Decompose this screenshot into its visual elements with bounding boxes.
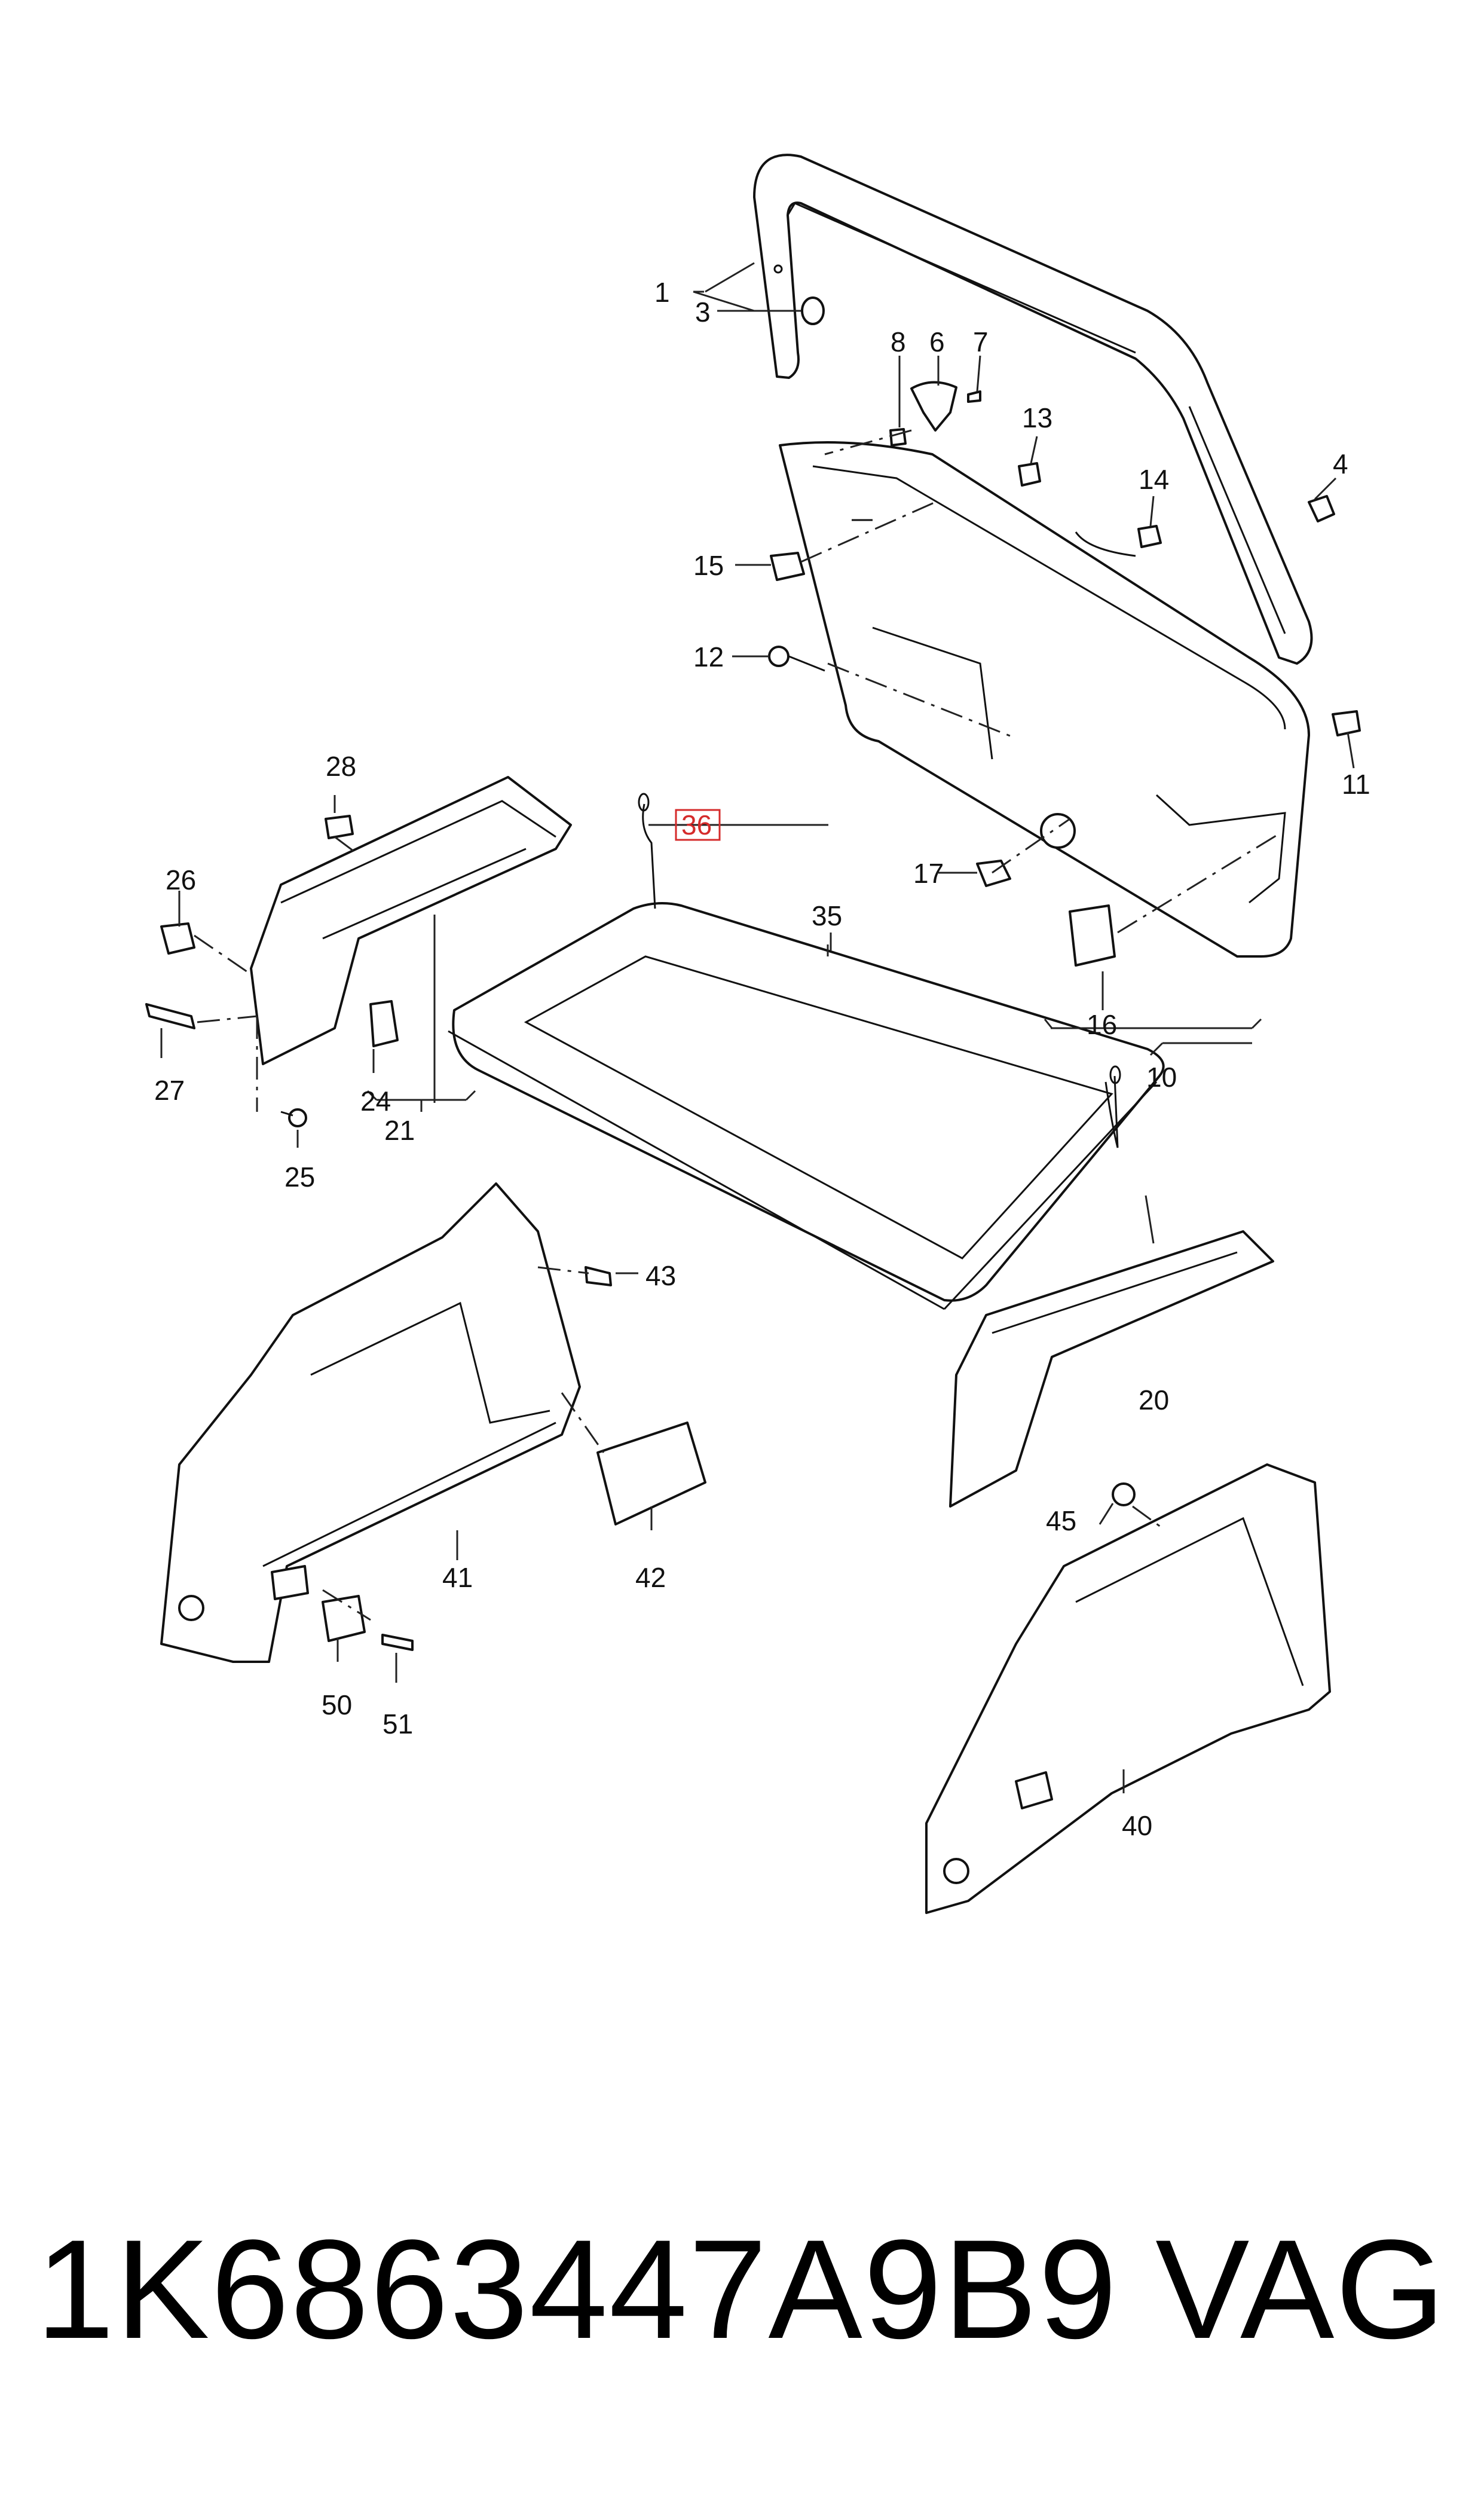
tailgate-upper-trim (753, 154, 1313, 665)
leader-lines (160, 262, 1355, 1793)
clip-14 (1137, 525, 1162, 548)
part-number: 1K6863447A9B9 (36, 2211, 1118, 2368)
callout-20: 20 (1139, 1384, 1169, 1416)
callout-10: 10 (1146, 1062, 1177, 1093)
shelf-support-right (949, 1230, 1274, 1508)
callout-13: 13 (1022, 402, 1052, 433)
clip-4 (1308, 495, 1335, 522)
callout-40: 40 (1122, 1810, 1152, 1841)
callout-27: 27 (154, 1075, 185, 1106)
callout-28: 28 (326, 751, 356, 782)
callout-50: 50 (322, 1689, 352, 1720)
screw-25 (280, 1108, 307, 1127)
brand: VAG (1155, 2211, 1446, 2368)
parcel-shelf (448, 902, 1165, 1310)
clip-13 (1018, 462, 1041, 487)
callout-24: 24 (360, 1086, 391, 1117)
callout-36: 36 (681, 809, 712, 840)
screw-7 (967, 390, 981, 403)
callout-45: 45 (1046, 1505, 1076, 1536)
screw-51 (381, 1634, 414, 1651)
callout-35: 35 (812, 900, 842, 931)
cover-42 (596, 1421, 706, 1526)
cover-6 (910, 381, 957, 432)
screw-12 (768, 646, 825, 672)
retaining-strap-36 (638, 793, 656, 909)
clip-3 (801, 296, 825, 325)
callout-51: 51 (383, 1708, 413, 1740)
callout-12: 12 (693, 641, 724, 672)
callout-26: 26 (166, 864, 196, 895)
callout-14: 14 (1139, 464, 1169, 495)
screw-43 (585, 1266, 612, 1286)
side-trim-left (160, 1182, 581, 1663)
callout-21: 21 (384, 1115, 415, 1146)
callout-6: 6 (929, 326, 945, 357)
callout-43: 43 (645, 1260, 676, 1291)
cover-16 (1069, 904, 1116, 967)
screw-27 (145, 1003, 195, 1029)
callout-42: 42 (635, 1562, 666, 1593)
clip-28 (325, 815, 354, 839)
callout-7: 7 (973, 326, 989, 357)
footer: 1K6863447A9B9 VAG (36, 2211, 1446, 2368)
callout-1: 1 (654, 277, 670, 308)
parts-diagram: 1 3 4 6 7 8 10 11 12 13 14 15 16 17 20 2… (145, 154, 1370, 1914)
shelf-support-left (250, 776, 572, 1065)
callout-4: 4 (1333, 448, 1348, 479)
callout-3: 3 (695, 296, 711, 328)
callout-11: 11 (1342, 769, 1370, 800)
clip-45 (1112, 1482, 1136, 1506)
callout-25: 25 (284, 1161, 315, 1193)
callout-17: 17 (913, 858, 944, 889)
callout-labels: 1 3 4 6 7 8 10 11 12 13 14 15 16 17 20 2… (154, 277, 1370, 1841)
callout-41: 41 (442, 1562, 473, 1593)
callout-16: 16 (1087, 1009, 1117, 1040)
callout-36-highlight-box (675, 809, 721, 841)
bracket-50 (322, 1595, 366, 1642)
side-trim-right (925, 1463, 1331, 1914)
clip-11 (1332, 710, 1361, 736)
clip-24 (369, 1000, 399, 1047)
bracket-15 (770, 552, 805, 581)
clip-8 (889, 428, 907, 447)
clip-26 (160, 922, 195, 955)
callout-15: 15 (693, 550, 724, 581)
retaining-strap-right (1104, 1065, 1121, 1148)
callout-8: 8 (891, 326, 906, 357)
